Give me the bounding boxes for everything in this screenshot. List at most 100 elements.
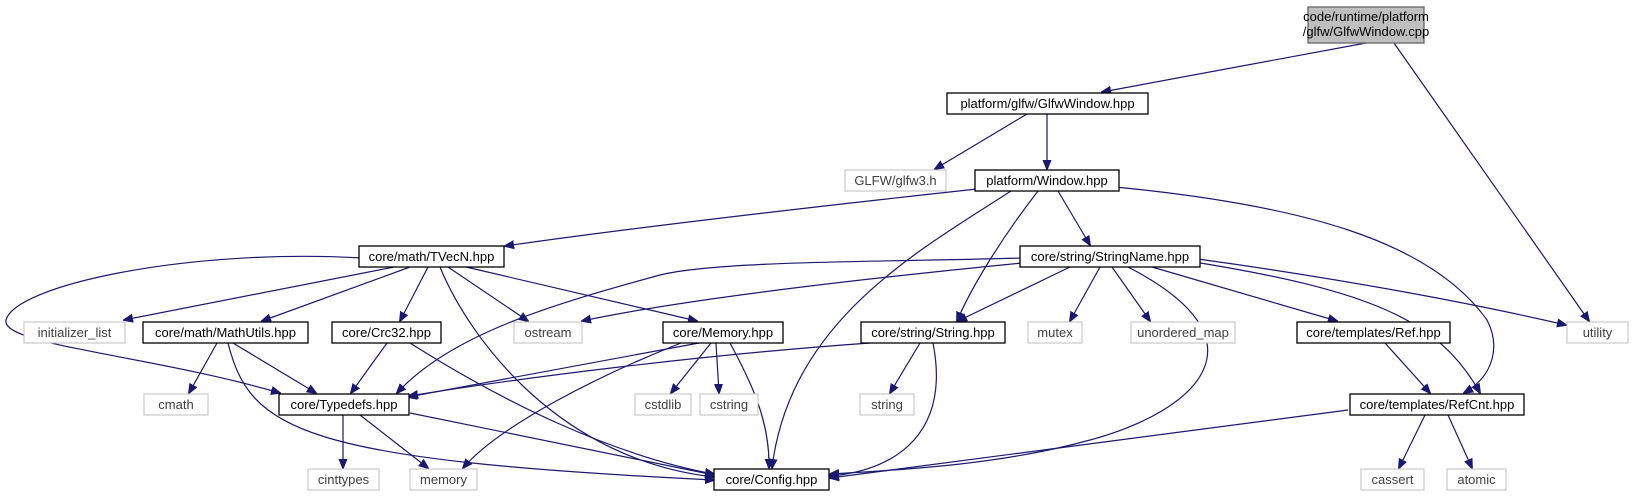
node-box bbox=[1360, 468, 1425, 491]
node-box bbox=[23, 321, 126, 344]
edge-tvecn_hpp-to-crc32_hpp bbox=[400, 266, 429, 321]
edge-glfwwindow_hpp-to-glfw3_h bbox=[935, 113, 1028, 169]
node-label: core/Typedefs.hpp bbox=[291, 397, 398, 412]
node-utility: utility bbox=[1566, 321, 1629, 344]
node-atomic: atomic bbox=[1446, 468, 1507, 491]
node-box bbox=[860, 321, 1006, 344]
edge-tvecn_hpp-to-mathutils_hpp bbox=[262, 266, 411, 321]
edge-memory_hpp-to-memory bbox=[463, 342, 682, 468]
node-box bbox=[278, 393, 410, 416]
edge-tvecn_hpp-to-ostream bbox=[447, 266, 528, 321]
node-label: cstring bbox=[710, 397, 748, 412]
node-typedefs_hpp[interactable]: core/Typedefs.hpp bbox=[278, 393, 410, 416]
node-mathutils_hpp[interactable]: core/math/MathUtils.hpp bbox=[142, 321, 309, 344]
node-tvecn_hpp[interactable]: core/math/TVecN.hpp bbox=[358, 245, 505, 268]
edge-memory_hpp-to-cstring bbox=[716, 342, 719, 393]
node-glfw3_h: GLFW/glfw3.h bbox=[844, 169, 947, 192]
node-cinttypes: cinttypes bbox=[307, 468, 380, 491]
edge-window_hpp-to-tvecn_hpp bbox=[505, 188, 978, 246]
node-label: memory bbox=[420, 472, 467, 487]
node-mutex: mutex bbox=[1027, 321, 1083, 344]
node-box bbox=[1130, 321, 1236, 344]
edge-string_hpp-to-string bbox=[890, 342, 921, 393]
edge-window_hpp-to-refcnt_hpp bbox=[1114, 186, 1495, 393]
node-box bbox=[513, 321, 583, 344]
node-box bbox=[1307, 6, 1425, 44]
node-label: string bbox=[871, 397, 903, 412]
edge-stringname_hpp-to-string_hpp bbox=[958, 266, 1071, 321]
node-crc32_hpp[interactable]: core/Crc32.hpp bbox=[331, 321, 442, 344]
edge-stringname_hpp-to-ostream bbox=[582, 262, 1023, 321]
node-box bbox=[859, 393, 915, 416]
node-label: platform/Window.hpp bbox=[986, 173, 1107, 188]
node-label: ostream bbox=[525, 325, 572, 340]
edge-typedefs_hpp-to-memory bbox=[359, 414, 428, 468]
node-label: core/Memory.hpp bbox=[673, 325, 773, 340]
node-box bbox=[409, 468, 478, 491]
node-box bbox=[662, 321, 784, 344]
edge-window_hpp-to-string_hpp bbox=[957, 190, 1039, 321]
node-label: atomic bbox=[1457, 472, 1496, 487]
edge-stringname_hpp-to-ref_hpp bbox=[1151, 266, 1337, 321]
edge-window_hpp-to-stringname_hpp bbox=[1057, 190, 1090, 245]
node-ref_hpp[interactable]: core/templates/Ref.hpp bbox=[1296, 321, 1451, 344]
edge-mathutils_hpp-to-cmath bbox=[189, 342, 218, 393]
node-box bbox=[1296, 321, 1451, 344]
node-label: cassert bbox=[1372, 472, 1414, 487]
node-box bbox=[634, 393, 692, 416]
edge-refcnt_hpp-to-config_hpp bbox=[830, 409, 1349, 478]
edge-memory_hpp-to-cstdlib bbox=[671, 342, 712, 393]
node-stringname_hpp[interactable]: core/string/StringName.hpp bbox=[1019, 245, 1201, 268]
node-box bbox=[1446, 468, 1507, 491]
node-box bbox=[1019, 245, 1201, 268]
node-box bbox=[331, 321, 442, 344]
edge-tvecn_hpp-to-typedefs_hpp bbox=[5, 255, 363, 393]
edge-layer bbox=[5, 42, 1589, 480]
edge-string_hpp-to-config_hpp bbox=[830, 342, 937, 476]
node-window_hpp[interactable]: platform/Window.hpp bbox=[974, 169, 1120, 192]
node-box bbox=[844, 169, 947, 192]
node-cmath: cmath bbox=[143, 393, 209, 416]
node-box bbox=[1349, 393, 1525, 416]
node-glfwwindow_hpp[interactable]: platform/glfw/GlfwWindow.hpp bbox=[946, 92, 1149, 115]
node-box bbox=[699, 393, 759, 416]
node-glfwwindow_cpp[interactable]: code/runtime/platform/glfw/GlfwWindow.cp… bbox=[1303, 6, 1429, 44]
node-string_hpp[interactable]: core/string/String.hpp bbox=[860, 321, 1006, 344]
node-label: cinttypes bbox=[318, 472, 370, 487]
node-unordered_map: unordered_map bbox=[1130, 321, 1236, 344]
node-label: core/math/MathUtils.hpp bbox=[155, 325, 296, 340]
node-box bbox=[946, 92, 1149, 115]
edge-stringname_hpp-to-typedefs_hpp bbox=[397, 257, 1023, 393]
node-memory_hpp[interactable]: core/Memory.hpp bbox=[662, 321, 784, 344]
node-label: core/string/StringName.hpp bbox=[1031, 249, 1189, 264]
node-layer: code/runtime/platform/glfw/GlfwWindow.cp… bbox=[23, 6, 1629, 491]
node-label: platform/glfw/GlfwWindow.hpp bbox=[960, 96, 1134, 111]
edge-refcnt_hpp-to-atomic bbox=[1447, 414, 1472, 468]
node-cstring: cstring bbox=[699, 393, 759, 416]
node-label: core/templates/Ref.hpp bbox=[1306, 325, 1440, 340]
node-label: core/Crc32.hpp bbox=[342, 325, 431, 340]
node-label: core/math/TVecN.hpp bbox=[369, 249, 495, 264]
edge-stringname_hpp-to-config_hpp bbox=[830, 266, 1209, 474]
node-box bbox=[1027, 321, 1083, 344]
node-label: code/runtime/platform bbox=[1303, 9, 1429, 24]
edge-typedefs_hpp-to-config_hpp bbox=[409, 412, 714, 475]
edge-stringname_hpp-to-utility bbox=[1197, 258, 1566, 325]
edge-window_hpp-to-config_hpp bbox=[772, 190, 1012, 468]
node-refcnt_hpp[interactable]: core/templates/RefCnt.hpp bbox=[1349, 393, 1525, 416]
node-cstdlib: cstdlib bbox=[634, 393, 692, 416]
edge-crc32_hpp-to-config_hpp bbox=[409, 342, 714, 474]
node-label: core/Config.hpp bbox=[726, 472, 818, 487]
edge-ref_hpp-to-refcnt_hpp bbox=[1384, 342, 1430, 393]
edge-stringname_hpp-to-refcnt_hpp bbox=[1187, 260, 1480, 393]
edge-mathutils_hpp-to-config_hpp bbox=[227, 342, 714, 480]
node-config_hpp[interactable]: core/Config.hpp bbox=[713, 468, 830, 491]
node-label: core/string/String.hpp bbox=[871, 325, 995, 340]
node-label: cmath bbox=[158, 397, 193, 412]
edge-stringname_hpp-to-mutex bbox=[1070, 266, 1101, 321]
node-string: string bbox=[859, 393, 915, 416]
edge-string_hpp-to-typedefs_hpp bbox=[409, 342, 871, 396]
node-label: /glfw/GlfwWindow.cpp bbox=[1303, 24, 1429, 39]
edge-tvecn_hpp-to-memory_hpp bbox=[465, 266, 697, 321]
